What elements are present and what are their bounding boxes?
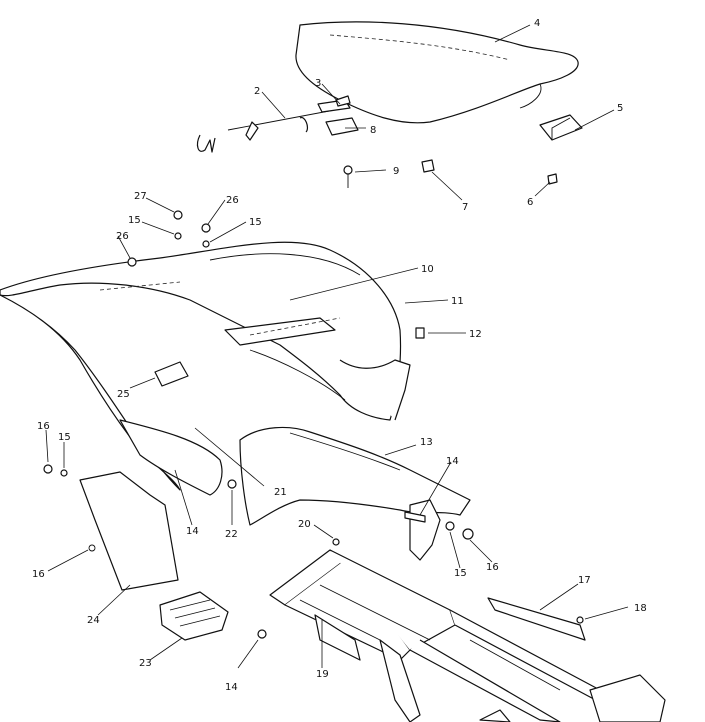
callout-8: 8 <box>370 125 376 136</box>
callout-26-left: 26 <box>116 231 129 242</box>
callout-12: 12 <box>469 329 482 340</box>
leader-lines <box>45 24 629 669</box>
callout-13: 13 <box>420 437 433 448</box>
frame <box>269 549 666 722</box>
callout-16-flap: 16 <box>32 569 45 580</box>
callout-14-flare: 14 <box>446 456 459 467</box>
callout-27: 27 <box>134 191 147 202</box>
callout-20: 20 <box>298 519 311 530</box>
fender-flare <box>119 419 471 561</box>
callout-labels: 4 5 2 3 8 9 7 6 27 26 15 15 26 10 11 12 … <box>32 18 647 693</box>
callout-15-left: 15 <box>128 215 141 226</box>
callout-11: 11 <box>451 296 464 307</box>
callout-23: 23 <box>139 658 152 669</box>
callout-9: 9 <box>393 166 399 177</box>
callout-2: 2 <box>254 86 260 97</box>
callout-3: 3 <box>315 78 321 89</box>
footrest <box>159 591 229 641</box>
callout-7: 7 <box>462 202 468 213</box>
fasteners <box>43 210 584 639</box>
callout-16-left: 16 <box>37 421 50 432</box>
callout-5: 5 <box>617 103 623 114</box>
callout-14-fender: 14 <box>186 526 199 537</box>
callout-16-flare: 16 <box>486 562 499 573</box>
callout-15-right: 15 <box>249 217 262 228</box>
callout-15-fender: 15 <box>58 432 71 443</box>
seat-latch-assembly <box>196 95 359 153</box>
callout-15-flare: 15 <box>454 568 467 579</box>
callout-18: 18 <box>634 603 647 614</box>
callout-14-footrest: 14 <box>225 682 238 693</box>
callout-10: 10 <box>421 264 434 275</box>
seat-hardware <box>343 159 558 188</box>
callout-21: 21 <box>274 487 287 498</box>
callout-26-top: 26 <box>226 195 239 206</box>
callout-22: 22 <box>225 529 238 540</box>
rack-support <box>487 597 586 641</box>
callout-19: 19 <box>316 669 329 680</box>
callout-4: 4 <box>534 18 540 29</box>
mud-flap <box>79 471 179 591</box>
callout-6: 6 <box>527 197 533 208</box>
callout-25: 25 <box>117 389 130 400</box>
callout-17: 17 <box>578 575 591 586</box>
seat-bracket <box>539 114 583 141</box>
callout-24: 24 <box>87 615 100 626</box>
